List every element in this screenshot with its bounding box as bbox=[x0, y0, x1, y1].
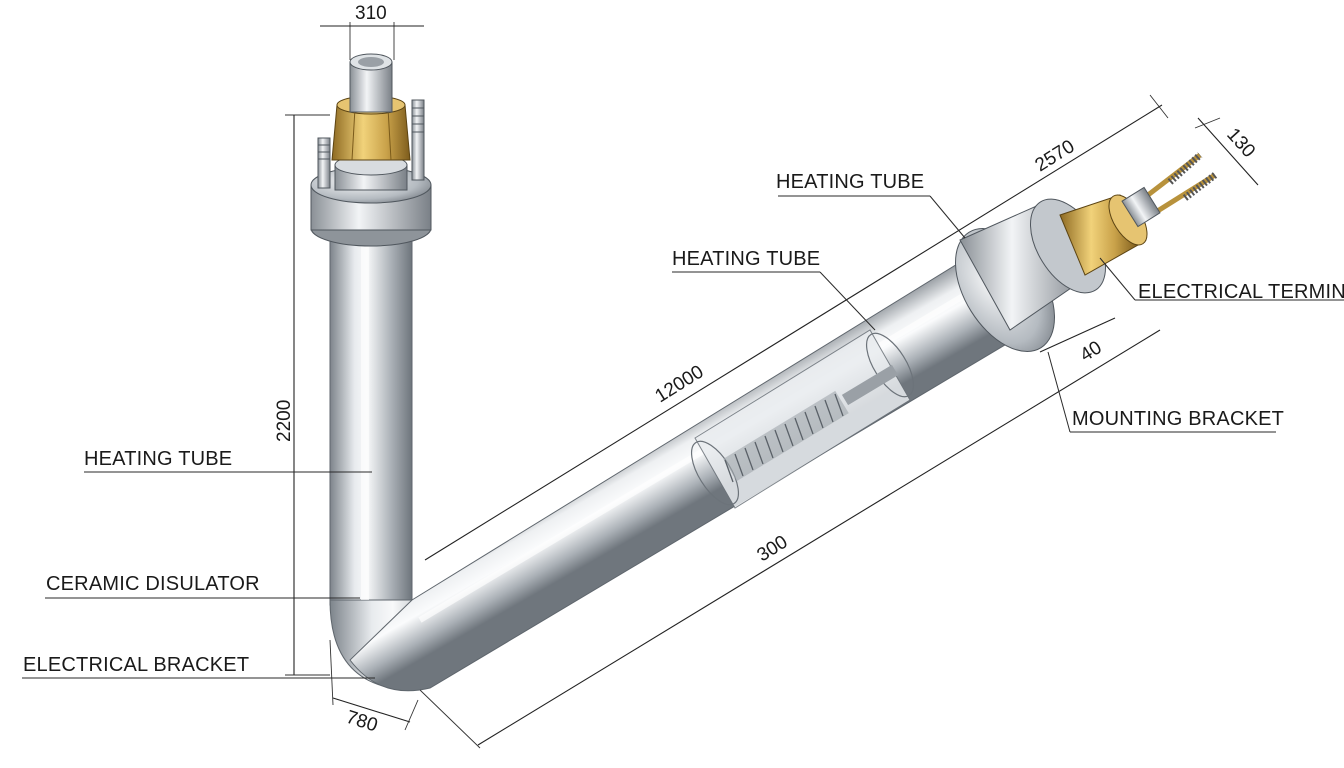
label-heating-tube-left: HEATING TUBE bbox=[84, 448, 232, 470]
label-electrical-terminal: ELECTRICAL TERMINAL bbox=[1138, 281, 1344, 303]
dim-overall-top: 2570 bbox=[1032, 136, 1079, 176]
cutaway-window bbox=[690, 329, 915, 509]
heating-coil bbox=[723, 364, 899, 483]
dim-flange-offset: 40 bbox=[1077, 337, 1106, 366]
leader-lines bbox=[22, 195, 1344, 679]
label-electrical-bracket: ELECTRICAL BRACKET bbox=[23, 654, 249, 676]
label-ceramic-insulator: CERAMIC DISULATOR bbox=[46, 573, 260, 595]
terminal-fitting bbox=[955, 152, 1218, 352]
part-labels: HEATING TUBE HEATING TUBE ELECTRICAL TER… bbox=[23, 171, 1344, 676]
dim-top-width: 310 bbox=[355, 3, 387, 24]
top-fitting bbox=[310, 53, 432, 247]
label-heating-tube-upper: HEATING TUBE bbox=[776, 171, 924, 193]
dimension-lines bbox=[285, 22, 1259, 749]
dim-diagonal-lower: 300 bbox=[754, 532, 792, 567]
dim-terminal-length: 130 bbox=[1222, 124, 1259, 162]
dim-diagonal-upper: 12000 bbox=[652, 361, 708, 407]
label-heating-tube-middle: HEATING TUBE bbox=[672, 248, 820, 270]
label-mounting-bracket: MOUNTING BRACKET bbox=[1072, 408, 1284, 430]
dim-vertical-length: 2200 bbox=[274, 400, 295, 442]
heating-tube-body bbox=[329, 224, 1031, 692]
